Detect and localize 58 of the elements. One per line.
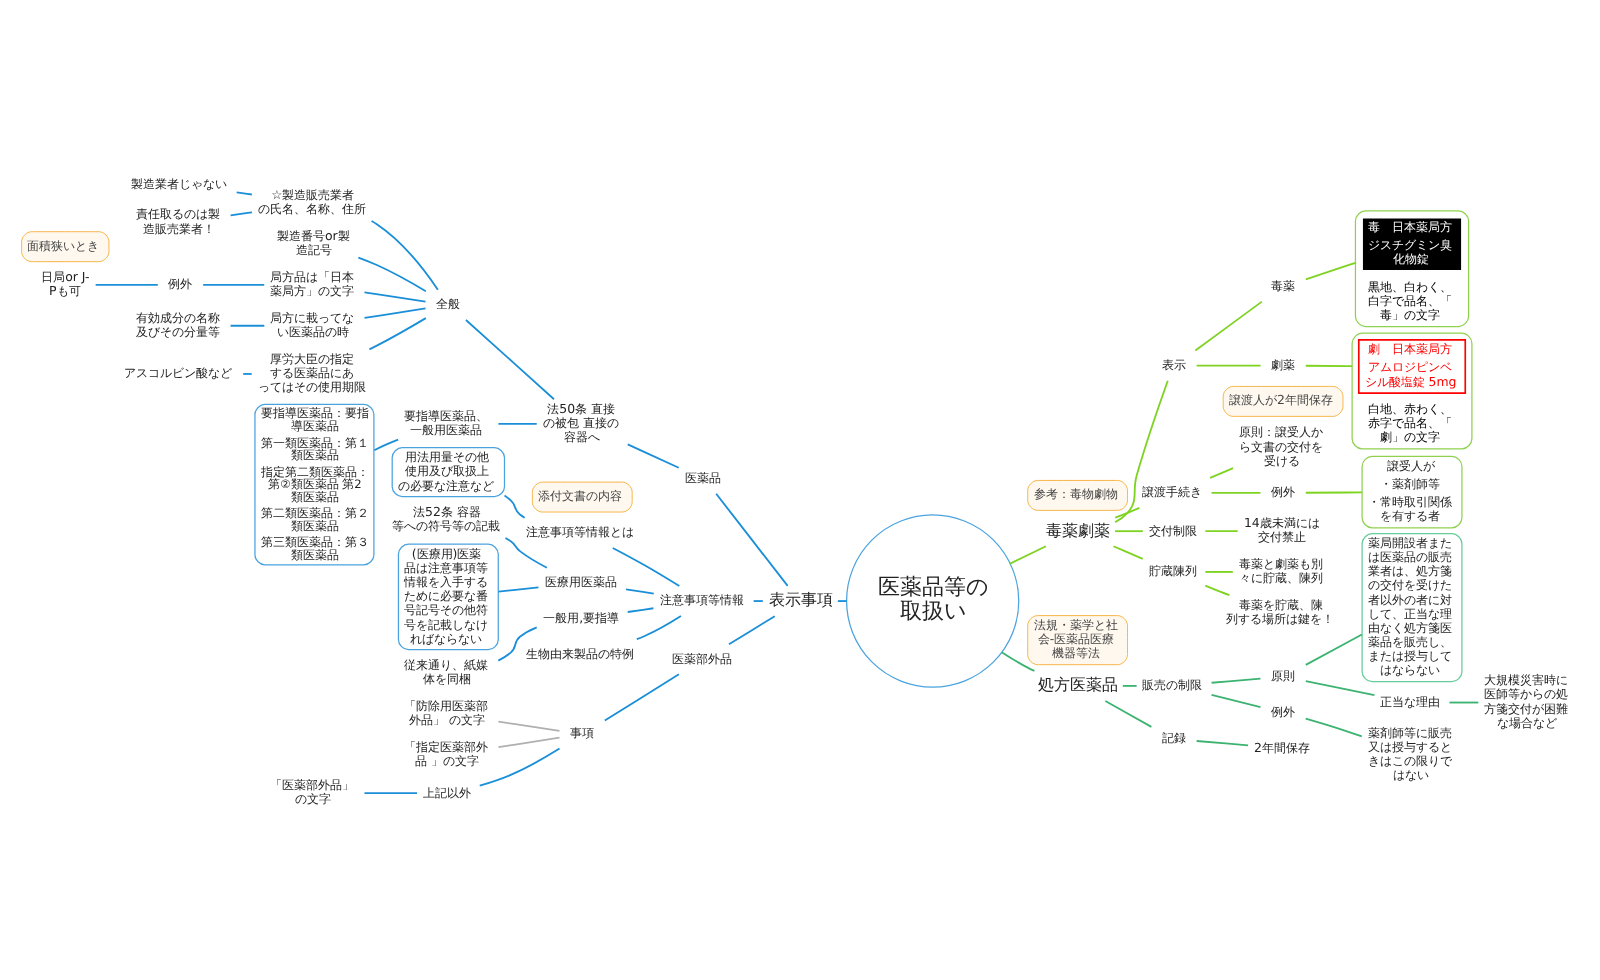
connector [1195,364,1262,367]
connector [368,317,427,351]
connector [1304,680,1376,696]
connector [478,747,561,787]
connector [363,291,427,303]
connector [503,494,526,519]
connector [497,720,561,732]
connector [1114,507,1141,519]
connector [363,792,418,795]
connector [1209,467,1234,479]
connector [1304,491,1363,494]
connector [625,588,655,595]
connector [626,443,680,469]
connector [497,736,561,749]
connector [1304,717,1363,738]
connector [1204,530,1239,533]
connector [611,547,681,587]
connector [1112,545,1144,560]
connector [370,220,439,291]
connector [715,492,789,587]
connector [1194,300,1263,352]
connector [635,615,682,641]
node-circle: 医薬品等の取扱い [845,514,1020,688]
connector [94,284,159,286]
connector [1210,694,1262,709]
connector [235,191,253,196]
connector [465,319,555,401]
connector [497,586,540,593]
connector [1210,492,1262,494]
connector [229,324,266,327]
connector [1304,633,1363,666]
connector [1304,261,1357,281]
connector [1195,740,1249,747]
connector [1448,701,1480,704]
connector [1009,545,1047,565]
connector [836,600,848,602]
connector [1121,685,1138,687]
connector [1304,364,1354,367]
connector [202,284,266,286]
connector [1204,571,1234,573]
connector [242,373,253,375]
connector [363,307,427,319]
connector [373,438,400,452]
connector [357,256,427,293]
connector [626,607,655,613]
connector [603,673,680,722]
connector [1104,700,1153,728]
connector [229,211,253,217]
connector [497,626,538,662]
connector [1210,677,1262,684]
connector [1204,584,1231,597]
connector [752,600,764,602]
connector [497,422,538,425]
connector [504,537,548,569]
connector [728,615,776,646]
connector [1000,651,1036,672]
connector [1114,379,1169,524]
connector [1114,530,1144,533]
